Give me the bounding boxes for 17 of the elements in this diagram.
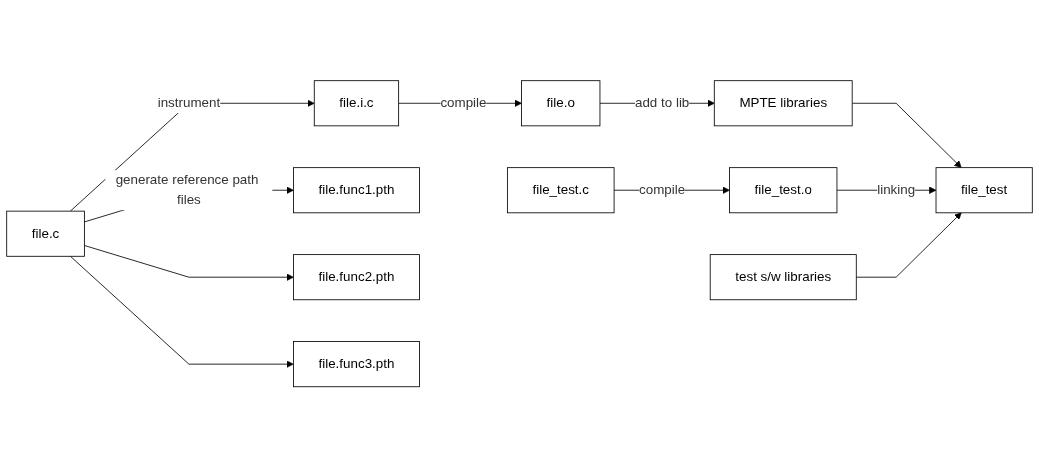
node-box: test s/w libraries xyxy=(709,254,857,301)
edge-label: generate reference path files xyxy=(115,172,259,208)
node-box: MPTE libraries xyxy=(713,80,853,127)
node-box: file_test.o xyxy=(729,167,838,214)
node-box: file_test xyxy=(935,167,1033,214)
node-box: file.c xyxy=(6,211,85,257)
node-box: file.func2.pth xyxy=(293,254,420,301)
node-box: file.o xyxy=(521,80,601,127)
edge-label: add to lib xyxy=(634,96,690,111)
node-box: file.func3.pth xyxy=(293,341,420,388)
node-box: file_test.c xyxy=(506,167,615,214)
edge-label: instrument xyxy=(157,96,221,111)
edge-label: compile xyxy=(639,182,686,198)
edge-label: linking xyxy=(877,182,916,198)
edge-label: compile xyxy=(440,96,487,111)
node-box: file.func1.pth xyxy=(293,167,420,214)
node-box: file.i.c xyxy=(313,80,400,127)
